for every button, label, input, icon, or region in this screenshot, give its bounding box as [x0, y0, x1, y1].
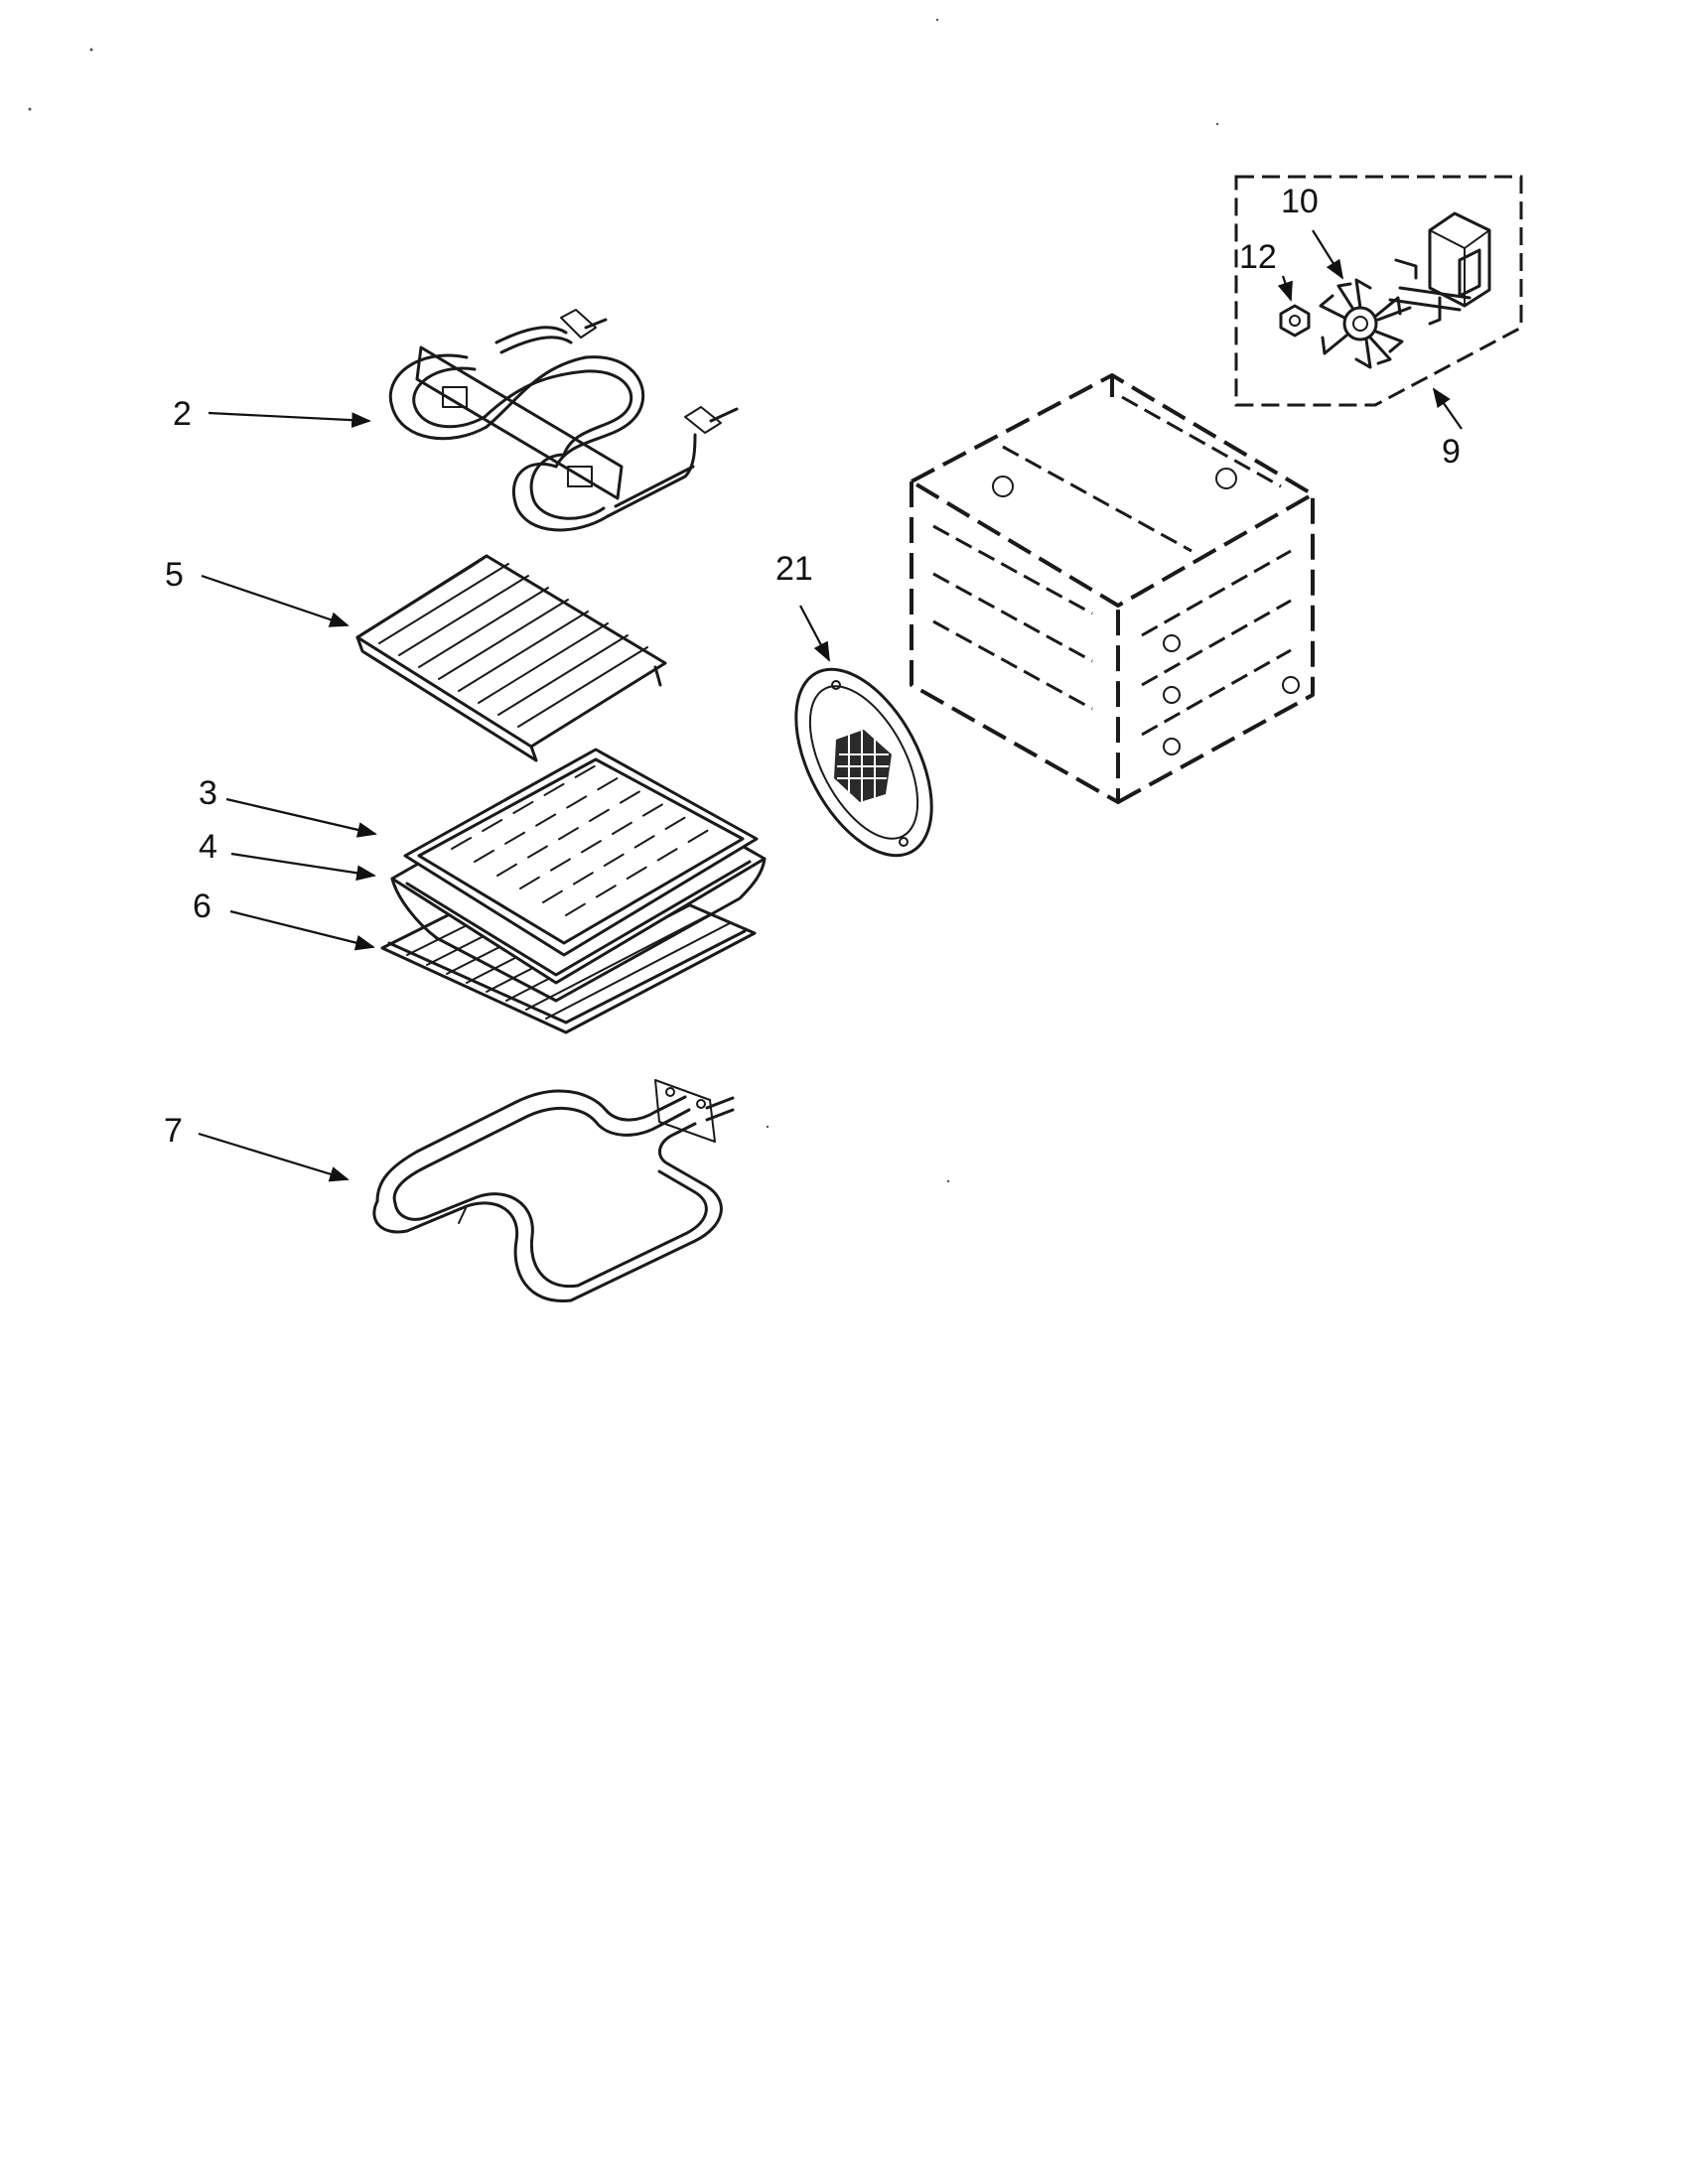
callout-10: 10 — [1281, 183, 1319, 220]
callout-2: 2 — [173, 395, 192, 433]
leader-9 — [1432, 387, 1463, 430]
callout-9: 9 — [1442, 433, 1461, 471]
nut-part — [1279, 304, 1311, 338]
leader-10 — [1312, 229, 1344, 280]
leader-lines — [198, 229, 1463, 1182]
leader-6 — [229, 909, 375, 951]
callout-6: 6 — [193, 887, 211, 925]
motor-part — [1376, 211, 1491, 326]
fan-blade-part — [1319, 278, 1404, 369]
rack-shelf-part — [355, 554, 667, 762]
leader-4 — [230, 852, 376, 882]
leader-5 — [201, 574, 350, 627]
fan-cover-part — [794, 667, 933, 858]
callout-3: 3 — [199, 774, 217, 812]
callout-12: 12 — [1239, 238, 1277, 276]
scan-specks — [28, 18, 1219, 1183]
callout-7: 7 — [164, 1112, 183, 1150]
upper-element-part — [388, 309, 739, 532]
callout-labels: 2 5 3 4 6 7 21 10 12 9 — [164, 183, 1461, 1150]
broil-pan-assembly — [380, 748, 767, 1034]
leader-2 — [208, 411, 371, 429]
leader-21 — [799, 605, 830, 662]
oven-cavity-phantom — [910, 373, 1315, 804]
callout-21: 21 — [775, 550, 813, 588]
callout-5: 5 — [165, 556, 184, 594]
fan-assembly-box — [1234, 175, 1523, 407]
leader-3 — [225, 797, 377, 838]
bake-element-part — [372, 1079, 735, 1302]
leader-7 — [198, 1132, 350, 1182]
callout-4: 4 — [199, 828, 217, 866]
leader-12 — [1277, 275, 1293, 302]
